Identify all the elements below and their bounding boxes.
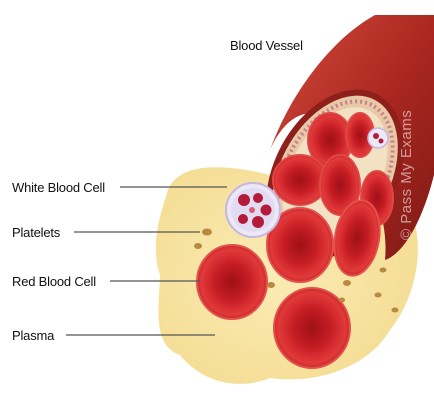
platelet xyxy=(267,282,275,288)
platelet xyxy=(194,243,202,249)
red-blood-cell xyxy=(197,245,267,319)
label-plasma: Plasma xyxy=(12,328,54,343)
platelet xyxy=(380,268,387,273)
label-platelets: Platelets xyxy=(12,225,60,240)
white-blood-cell xyxy=(226,183,280,237)
watermark: © Pass My Exams xyxy=(398,110,415,240)
platelet xyxy=(202,229,212,236)
label-blood-vessel: Blood Vessel xyxy=(230,38,303,53)
platelet xyxy=(392,308,399,313)
red-blood-cell xyxy=(274,288,350,368)
platelet xyxy=(343,280,351,286)
platelet xyxy=(339,298,345,303)
label-white-blood-cell: White Blood Cell xyxy=(12,180,105,195)
label-red-blood-cell: Red Blood Cell xyxy=(12,274,96,289)
platelet xyxy=(375,293,382,298)
